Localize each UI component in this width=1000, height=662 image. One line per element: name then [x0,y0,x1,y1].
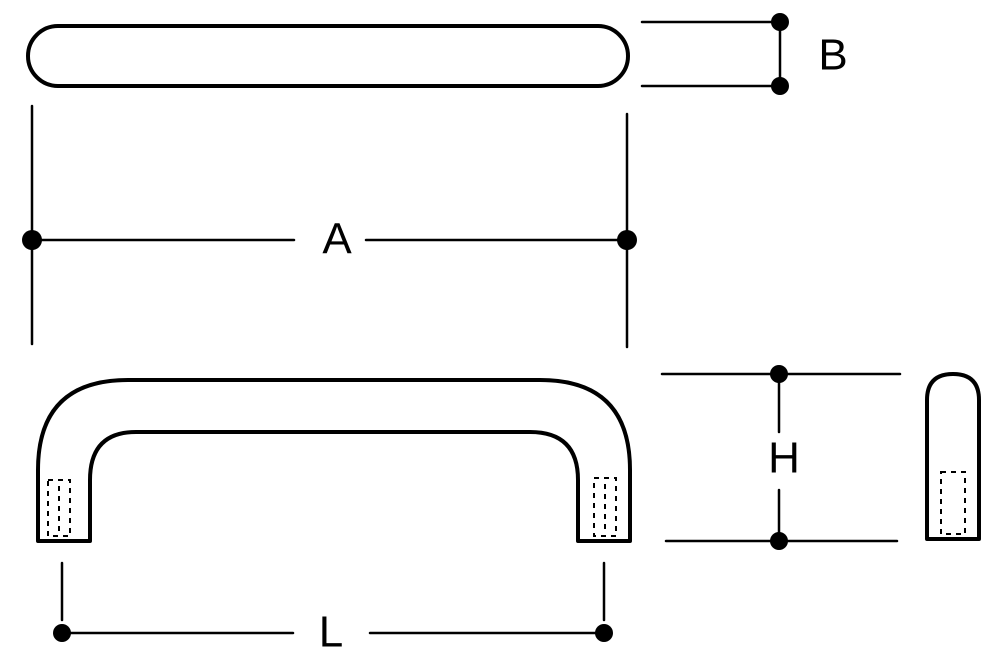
dim-h-endpoint-bottom [770,532,788,550]
dimension-l: L [53,561,613,657]
dim-a-endpoint-right [617,230,637,250]
dim-b-label: B [818,31,847,80]
dim-l-label: L [319,608,343,657]
side-view-thread-hole [940,471,966,535]
dim-a-label: A [322,215,352,264]
handle-front-outline [36,378,632,543]
handle-front-view [36,378,632,543]
dim-l-endpoint-right [595,624,613,642]
dim-h-label: H [768,434,800,483]
left-leg-thread-hole [47,479,71,537]
handle-side-outline [925,372,981,541]
dim-b-endpoint-top [771,13,789,31]
dimension-a: A [22,104,637,349]
handle-side-view [925,372,981,541]
dimension-h: H [660,365,902,550]
dim-h-endpoint-top [770,365,788,383]
dim-a-endpoint-left [22,230,42,250]
dim-l-endpoint-left [53,624,71,642]
dim-b-endpoint-bottom [771,77,789,95]
handle-top-view [26,24,630,88]
right-leg-thread-hole [593,477,617,537]
dimension-b: B [640,13,848,95]
